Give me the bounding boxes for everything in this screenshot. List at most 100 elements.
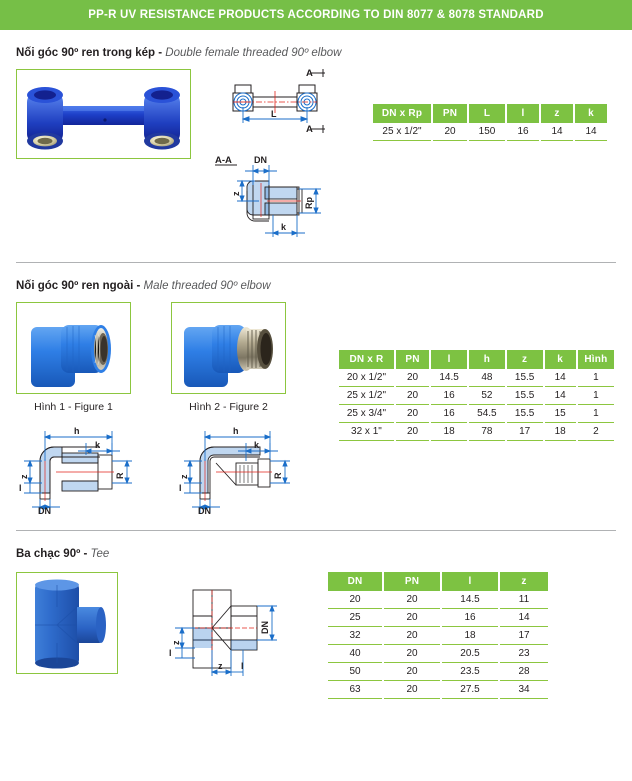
section-divider-1 — [16, 262, 616, 263]
svg-text:k: k — [281, 222, 287, 232]
drawing-group-section-1: A A L A-A — [213, 67, 343, 246]
drawing-elbow-figure-2: h k — [179, 426, 290, 516]
cell: 14.5 — [431, 369, 467, 387]
section-2-title-en: Male threaded 90º elbow — [143, 280, 271, 292]
drawing-top-view: A A L — [232, 68, 325, 135]
drawing-group-section-3: DN z l — [163, 578, 283, 683]
cell: 20 — [384, 609, 440, 627]
cell: 16 — [507, 123, 539, 141]
cell: 23.5 — [442, 663, 498, 681]
svg-text:DN: DN — [198, 506, 211, 516]
cell: 20 x 1/2" — [339, 369, 394, 387]
cell: 150 — [469, 123, 505, 141]
section-1-title-en: Double female threaded 90º elbow — [165, 47, 342, 59]
cell: 2 — [577, 423, 614, 441]
cell: 40 — [328, 645, 382, 663]
th-l-cap: L — [469, 104, 505, 123]
cell: 20 — [384, 591, 440, 609]
cell: 20 — [395, 387, 430, 405]
table-row: 25 x 1/2" 20 150 16 14 14 — [373, 123, 607, 141]
product-photo-tee — [16, 572, 118, 674]
product-photo-elbow-figure-2 — [171, 302, 286, 394]
figure-2-caption: Hình 2 - Figure 2 — [189, 401, 268, 413]
cell: 14.5 — [442, 591, 498, 609]
cell: 52 — [469, 387, 505, 405]
cell: 16 — [442, 609, 498, 627]
spec-table-male-threaded-elbow: DN x R PN l h z k Hình 20 x 1/2" 20 — [337, 350, 616, 441]
cell: 20 — [384, 663, 440, 681]
svg-text:h: h — [233, 426, 239, 436]
section-1-title: Nối góc 90º ren trong kép - Double femal… — [16, 30, 616, 63]
svg-text:DN: DN — [38, 506, 51, 516]
spec-table-wrap-3: DN PN l z 20 20 14.5 11 — [326, 572, 550, 699]
section-double-female-elbow: Nối góc 90º ren trong kép - Double femal… — [0, 30, 632, 246]
cell: 1 — [577, 387, 614, 405]
section-2-title: Nối góc 90º ren ngoài - Male threaded 90… — [16, 263, 616, 296]
cell: 15.5 — [506, 387, 543, 405]
svg-text:z: z — [218, 661, 223, 671]
cell: 20 — [433, 123, 467, 141]
section-3-title-en: Tee — [90, 548, 110, 560]
section-2-title-vn: Nối góc 90º ren ngoài — [16, 280, 134, 292]
cell: 18 — [442, 627, 498, 645]
svg-text:A: A — [306, 68, 313, 79]
table-header-row: DN PN l z — [328, 572, 548, 591]
svg-text:h: h — [74, 426, 80, 436]
svg-text:R: R — [273, 472, 283, 479]
th-pn: PN — [384, 572, 440, 591]
table-row: 50 20 23.5 28 — [328, 663, 548, 681]
cell: 23 — [500, 645, 548, 663]
cell: 27.5 — [442, 681, 498, 699]
section-3-title-vn: Ba chạc 90º — [16, 548, 81, 560]
th-k: k — [544, 350, 576, 369]
svg-text:l: l — [169, 648, 172, 658]
svg-text:k: k — [95, 440, 101, 450]
cell: 28 — [500, 663, 548, 681]
th-dn-r: DN x R — [339, 350, 394, 369]
cell: 1 — [577, 405, 614, 423]
table-row: 40 20 20.5 23 — [328, 645, 548, 663]
cell: 20 — [384, 681, 440, 699]
svg-text:l: l — [241, 661, 244, 671]
th-dn: DN — [328, 572, 382, 591]
cell: 48 — [469, 369, 505, 387]
th-pn: PN — [395, 350, 430, 369]
cell: 14 — [575, 123, 607, 141]
cell: 17 — [500, 627, 548, 645]
cell: 18 — [544, 423, 576, 441]
cell: 20 — [384, 645, 440, 663]
cell: 1 — [577, 369, 614, 387]
section-1-title-vn: Nối góc 90º ren trong kép — [16, 47, 156, 59]
cell: 15 — [544, 405, 576, 423]
th-z: z — [500, 572, 548, 591]
cell: 25 x 3/4" — [339, 405, 394, 423]
svg-text:A-A: A-A — [215, 155, 232, 166]
product-photo-elbow-figure-1 — [16, 302, 131, 394]
th-k: k — [575, 104, 607, 123]
figure-1-block: Hình 1 - Figure 1 — [16, 302, 131, 413]
th-hinh: Hình — [577, 350, 614, 369]
cell: 63 — [328, 681, 382, 699]
cell: 25 x 1/2" — [373, 123, 431, 141]
cell: 25 — [328, 609, 382, 627]
svg-text:A: A — [306, 124, 313, 135]
th-l: l — [431, 350, 467, 369]
section-2-title-sep: - — [133, 280, 144, 292]
section-2-photo-row: Hình 1 - Figure 1 — [16, 302, 311, 413]
spec-table-tee: DN PN l z 20 20 14.5 11 — [326, 572, 550, 699]
cell: 14 — [544, 387, 576, 405]
svg-text:DN: DN — [260, 621, 270, 634]
spec-table-wrap-2: DN x R PN l h z k Hình 20 x 1/2" 20 — [337, 350, 616, 441]
table-row: 63 20 27.5 34 — [328, 681, 548, 699]
table-header-row: DN x Rp PN L l z k — [373, 104, 607, 123]
page-header-banner: PP-R UV RESISTANCE PRODUCTS ACCORDING TO… — [0, 0, 632, 30]
cell: 20 — [395, 405, 430, 423]
cell: 20.5 — [442, 645, 498, 663]
svg-text:z: z — [19, 474, 29, 479]
th-l: l — [442, 572, 498, 591]
th-l-small: l — [507, 104, 539, 123]
figure-2-block: Hình 2 - Figure 2 — [171, 302, 286, 413]
section-3-title-sep: - — [80, 548, 91, 560]
section-tee: Ba chạc 90º - Tee — [0, 531, 632, 699]
cell: 15.5 — [506, 405, 543, 423]
